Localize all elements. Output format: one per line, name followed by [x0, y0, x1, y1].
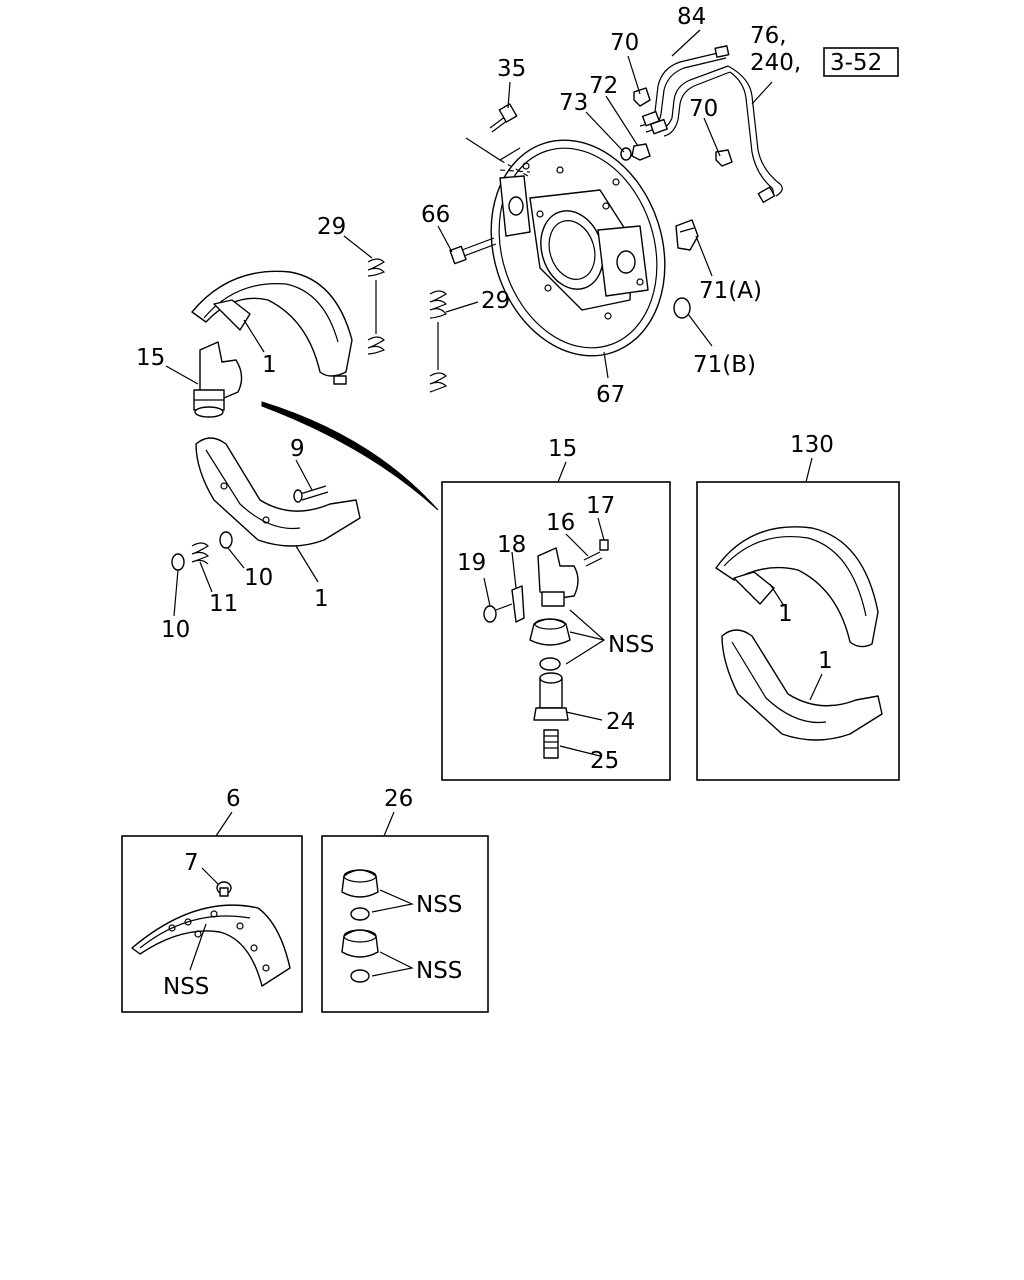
- plug-71a: [675, 219, 699, 251]
- label-240: 240,: [750, 50, 801, 76]
- brake-shoe-upper: [191, 270, 353, 385]
- box-130: [696, 457, 900, 781]
- washer-10-left: [171, 553, 185, 571]
- plug-71b: [673, 297, 691, 319]
- backing-plate: [490, 139, 666, 357]
- label-24: 24: [606, 709, 635, 735]
- label-25: 25: [590, 748, 619, 774]
- label-11: 11: [209, 591, 238, 617]
- spring-11: [191, 542, 210, 565]
- label-10-left: 10: [161, 617, 190, 643]
- label-29-upper: 29: [317, 214, 346, 240]
- label-nss-15: NSS: [608, 632, 654, 658]
- label-15: 15: [136, 345, 165, 371]
- label-ref-3-52: 3-52: [830, 50, 882, 76]
- label-72: 72: [589, 73, 618, 99]
- label-7: 7: [184, 850, 199, 876]
- label-70-upper: 70: [610, 30, 639, 56]
- return-spring-29-right: [429, 290, 448, 393]
- wheel-cylinder-main: [193, 341, 243, 418]
- pipe-clip-70-lower: [715, 149, 733, 167]
- box-26-title: 26: [384, 786, 413, 812]
- label-1-lower: 1: [314, 586, 329, 612]
- label-67: 67: [596, 382, 625, 408]
- hold-down-pin-9: [293, 485, 329, 503]
- label-10-right: 10: [244, 565, 273, 591]
- box-6-title: 6: [226, 786, 241, 812]
- label-130-1-lower: 1: [818, 648, 833, 674]
- label-70-lower: 70: [689, 96, 718, 122]
- bolt-35: [465, 103, 529, 177]
- label-9: 9: [290, 436, 305, 462]
- label-71a: 71(A): [699, 278, 762, 304]
- detail-arrow: [261, 401, 439, 511]
- box-130-title: 130: [790, 432, 834, 458]
- label-73: 73: [559, 90, 588, 116]
- box-26: [321, 811, 489, 1013]
- callout-labels: 84 76, 240, 3-52 70 70 35 72 73 66 29 29…: [136, 4, 899, 1000]
- leader-lines: [165, 29, 773, 617]
- washer-10-right: [219, 531, 233, 549]
- label-nss-6: NSS: [163, 974, 209, 1000]
- return-spring-29-left: [367, 258, 386, 355]
- label-17: 17: [586, 493, 615, 519]
- label-nss-26-upper: NSS: [416, 892, 462, 918]
- label-76: 76,: [750, 23, 787, 49]
- ref-box: [823, 47, 899, 77]
- label-nss-26-lower: NSS: [416, 958, 462, 984]
- nut-72: [631, 143, 651, 161]
- bolt-66: [449, 237, 497, 265]
- label-1-upper: 1: [262, 352, 277, 378]
- label-84: 84: [677, 4, 706, 30]
- label-66: 66: [421, 202, 450, 228]
- brake-shoe-lower: [195, 437, 361, 547]
- label-130-1-upper: 1: [778, 601, 793, 627]
- label-16: 16: [546, 510, 575, 536]
- box-15-title: 15: [548, 436, 577, 462]
- brake-pipe-76: [657, 65, 783, 204]
- label-29-lower: 29: [481, 288, 510, 314]
- label-19: 19: [457, 550, 486, 576]
- label-71b: 71(B): [693, 352, 756, 378]
- pipe-nuts: [641, 110, 668, 135]
- box-15: [441, 461, 671, 781]
- pipe-clip-70-upper: [633, 87, 651, 107]
- box-6: [121, 811, 303, 1013]
- label-35: 35: [497, 56, 526, 82]
- label-18: 18: [497, 532, 526, 558]
